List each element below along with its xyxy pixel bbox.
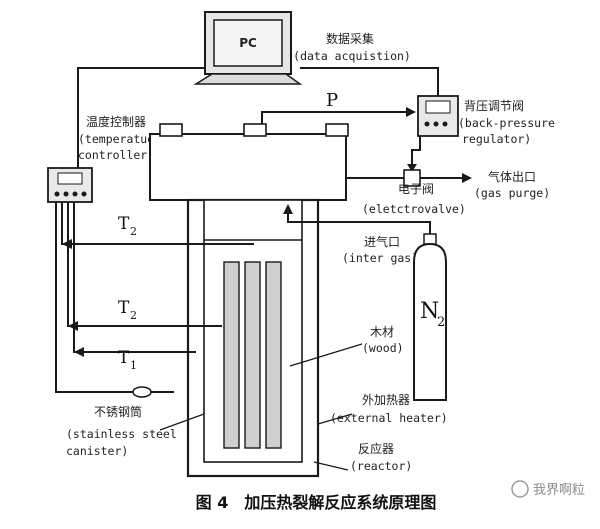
leader-lines: [159, 343, 363, 471]
bpr-label-en-2: regulator): [462, 132, 531, 146]
canister-label-en-1: (stainless steel: [66, 427, 177, 441]
t2-top-subscript: 2: [130, 225, 137, 238]
electrovalve-label-cn: 电子阀: [398, 182, 434, 196]
temperature-controller-label-cn: 温度控制器: [86, 114, 146, 129]
pressure-label: P: [326, 90, 338, 111]
n2-subscript: 2: [437, 315, 445, 330]
nitrogen-cylinder-icon: [413, 233, 447, 401]
inlet-gas-line: [287, 210, 431, 240]
pressure-arrow-icon: [406, 107, 416, 117]
temperature-controller-label-en-2: controller): [78, 148, 154, 162]
external-heater-label-cn: 外加热器: [362, 393, 410, 407]
gas-purge-label-cn: 气体出口: [488, 169, 536, 184]
wood-label-cn: 木材: [370, 325, 394, 339]
gas-purge-arrow-icon: [462, 173, 472, 183]
heater-connector-icon: [132, 386, 152, 398]
canister-label-en-2: canister): [66, 444, 128, 458]
data-acquisition-label-en: (data acquistion): [293, 49, 411, 63]
down-arrow-icon: [407, 164, 417, 172]
reactor-label-cn: 反应器: [358, 441, 394, 456]
t1-arrow-icon: [74, 347, 84, 357]
gas-purge-label-en: (gas purge): [474, 186, 550, 200]
watermark: 我界啊粒: [511, 480, 585, 498]
t2-mid-arrow-icon: [68, 321, 78, 331]
t2-mid-label: T: [118, 298, 130, 318]
t2-mid-subscript: 2: [130, 309, 137, 322]
data-cables: [77, 67, 439, 168]
external-heater-label-en: (external heater): [330, 411, 448, 425]
inlet-label-en: (inter gas): [342, 251, 418, 265]
regulator-to-valve-line: [411, 136, 421, 166]
n2-label: N: [420, 299, 439, 324]
t1-label: T: [118, 348, 130, 368]
t2-top-label: T: [118, 214, 130, 234]
pc-monitor-icon: [193, 11, 303, 85]
t1-subscript: 1: [130, 359, 137, 372]
bpr-label-en-1: (back-pressure: [458, 116, 555, 130]
t2-top-arrow-icon: [62, 239, 72, 249]
watermark-text: 我界啊粒: [533, 483, 585, 498]
data-acquisition-label-cn: 数据采集: [326, 31, 374, 46]
electrovalve-label-en: (eletctrovalve): [362, 202, 466, 216]
temperature-controller-label-en-1: (temperatuer: [78, 132, 161, 146]
electrovalve-icon: [403, 169, 421, 187]
heater-lid: [149, 123, 349, 201]
watermark-logo-icon: [511, 480, 529, 498]
canister-label-cn: 不锈钢筒: [94, 404, 142, 419]
inlet-label-cn: 进气口: [364, 234, 400, 249]
wood-samples: [223, 261, 282, 449]
reactor-label-en: (reactor): [350, 459, 412, 473]
inlet-arrow-icon: [283, 204, 293, 214]
pc-label: PC: [239, 36, 257, 50]
figure-caption: 图 4 加压热裂解反应系统原理图: [196, 493, 437, 512]
bpr-label-cn: 背压调节阀: [464, 99, 524, 113]
wood-label-en: (wood): [362, 341, 404, 355]
temperature-controller-icon: [47, 167, 93, 203]
back-pressure-regulator-icon: [417, 95, 459, 137]
